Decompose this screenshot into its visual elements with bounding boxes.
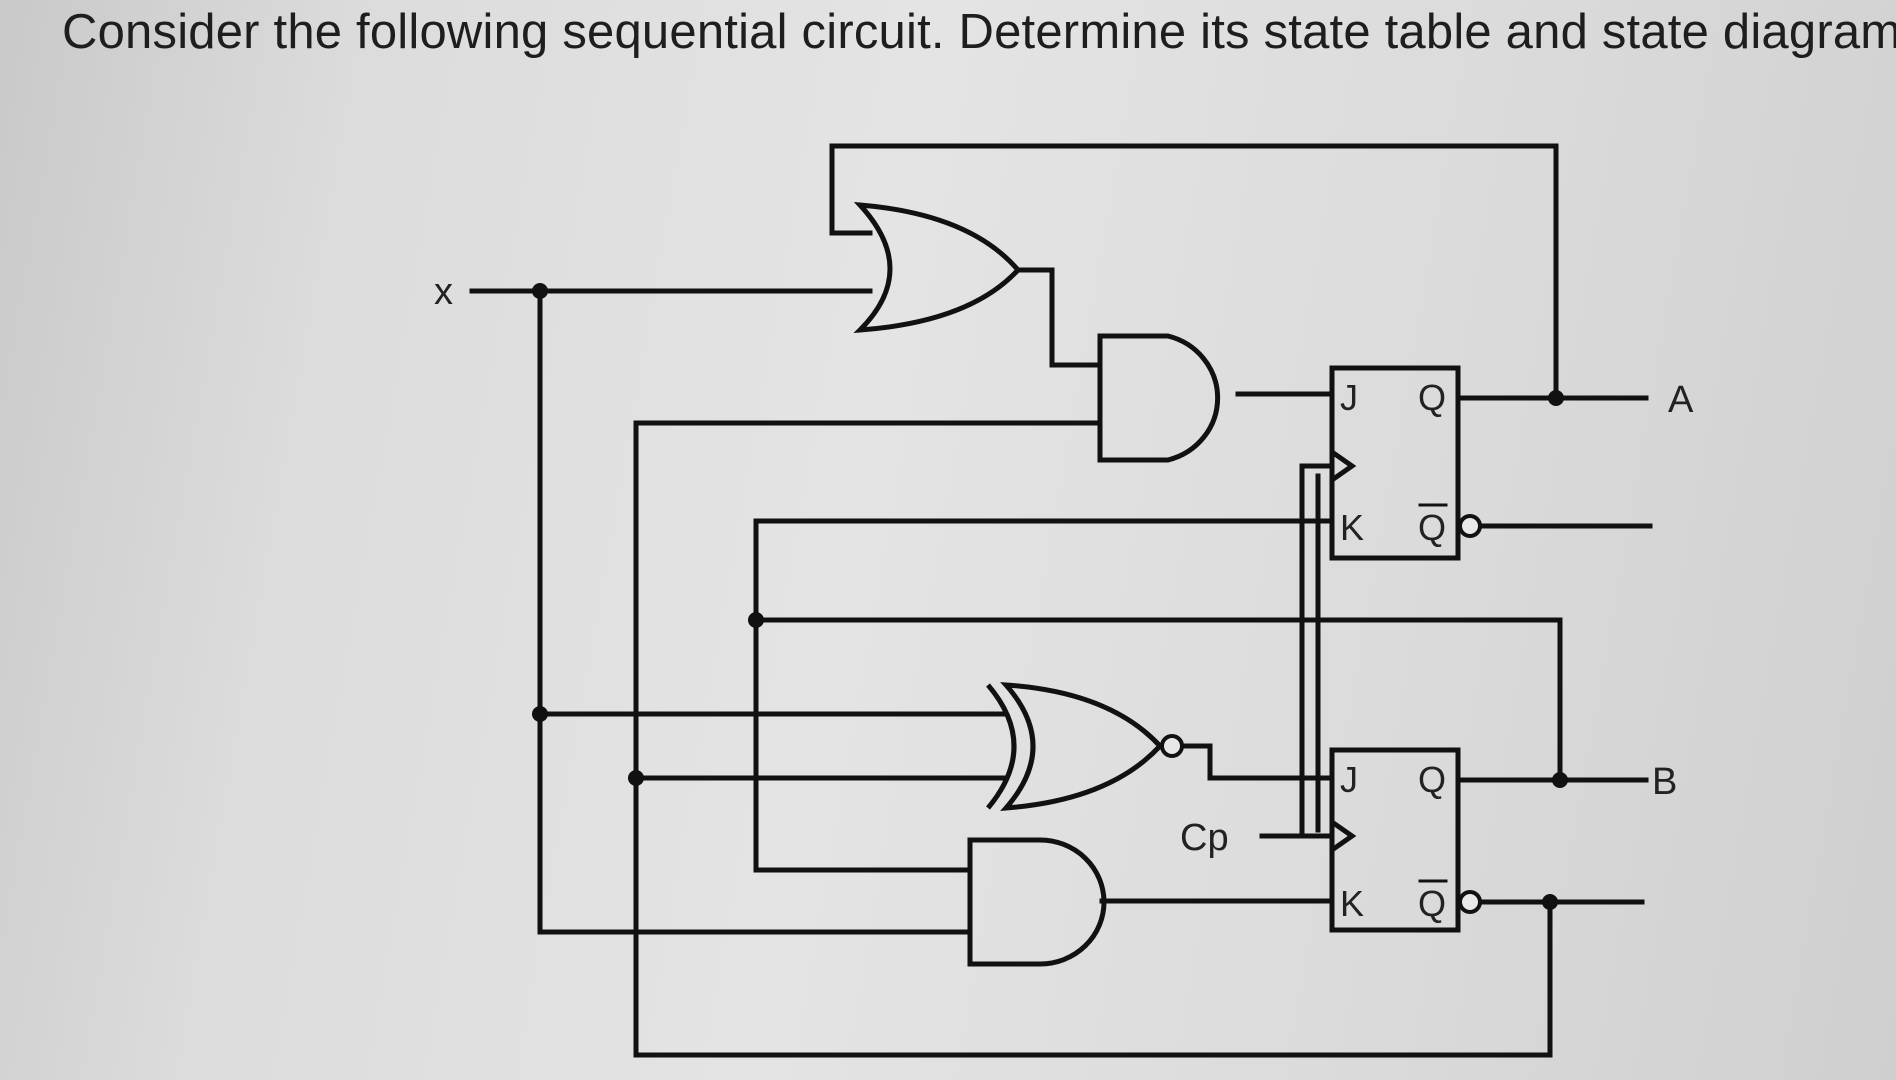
and-gate-a xyxy=(1097,333,1221,463)
flipflop-b-clock-triangle xyxy=(1330,819,1357,853)
flipflop-a-clock-triangle xyxy=(1330,449,1357,483)
wire-or-to-and-a xyxy=(1015,267,1103,368)
and-gate-b xyxy=(967,837,1107,967)
wire-clock-to-ffa xyxy=(1259,463,1335,839)
wire-b-feedback xyxy=(753,617,1563,783)
and-gate-a-body xyxy=(1097,333,1221,463)
wires xyxy=(469,143,1653,1058)
wire-a-feedback-to-or xyxy=(829,143,1559,401)
wire-xnor-to-jb xyxy=(1183,743,1335,781)
junction-bbar-xnor xyxy=(628,770,644,786)
xnor-gate xyxy=(986,682,1184,811)
clock-label: Cp xyxy=(1180,817,1229,859)
flipflop-b-qbar-bubble xyxy=(1458,890,1482,914)
junction-bbar xyxy=(1542,894,1558,910)
junction-b xyxy=(1552,772,1568,788)
flipflop-b-qbar-label: Q xyxy=(1418,883,1446,924)
junction-b-bus xyxy=(748,612,764,628)
output-a-label: A xyxy=(1668,379,1694,421)
output-b-label: B xyxy=(1652,761,1677,803)
wire-x-bus-to-and-b xyxy=(537,288,973,935)
or-gate xyxy=(853,201,1022,333)
flipflop-a-j-label: J xyxy=(1340,377,1358,418)
flipflop-a-qbar-label: Q xyxy=(1418,507,1446,548)
flipflop-b-box xyxy=(1329,747,1461,933)
xnor-gate-extra-arc xyxy=(986,683,1017,810)
junction-x-xnor xyxy=(532,706,548,722)
wire-bbar-loop xyxy=(633,420,1553,1058)
or-gate-body xyxy=(853,201,1022,333)
flipflop-a-box xyxy=(1329,365,1461,561)
flipflop-b-k-label: K xyxy=(1340,883,1364,924)
junction-dots xyxy=(532,283,1568,910)
xnor-gate-body xyxy=(1000,682,1164,811)
flipflop-a-k-label: K xyxy=(1340,507,1364,548)
flipflop-a-q-label: Q xyxy=(1418,377,1446,418)
xnor-gate-bubble xyxy=(1160,734,1184,758)
and-gate-b-body xyxy=(967,837,1107,967)
junction-a xyxy=(1548,390,1564,406)
input-x-label: x xyxy=(434,271,453,313)
jk-flipflop-b: J K Q Q xyxy=(1329,747,1482,933)
jk-flipflop-a: J K Q Q xyxy=(1329,365,1482,561)
wire-b-to-ka-and-b xyxy=(753,518,1335,873)
flipflop-a-qbar-bubble xyxy=(1458,514,1482,538)
question-text: Consider the following sequential circui… xyxy=(62,5,1896,59)
flipflop-b-q-label: Q xyxy=(1418,759,1446,800)
flipflop-b-j-label: J xyxy=(1340,759,1358,800)
junction-x xyxy=(532,283,548,299)
